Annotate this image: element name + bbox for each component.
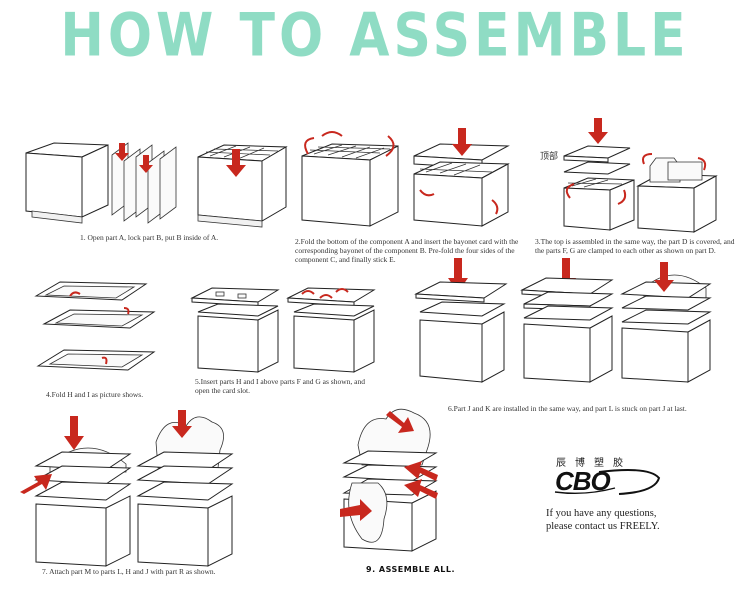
- page-title: HOW TO ASSEMBLE: [60, 1, 690, 71]
- step-7-illustration: [20, 410, 234, 567]
- step-3-caption: 3.The top is assembled in the same way, …: [535, 237, 735, 255]
- step-7-caption: 7. Attach part M to parts L, H and J wit…: [42, 567, 216, 576]
- svg-text:CBO: CBO: [555, 466, 611, 496]
- brand-chinese-name: 辰博塑胶: [556, 458, 632, 469]
- step-4-illustration: [34, 281, 156, 371]
- step-4-caption: 4.Fold H and I as picture shows.: [46, 390, 144, 399]
- step-5-caption: 5.Insert parts H and I above parts F and…: [195, 377, 365, 395]
- contact-line-1: If you have any questions,: [546, 508, 657, 519]
- step-2-caption: 2.Fold the bottom of the component A and…: [295, 237, 519, 264]
- top-label: 顶部: [540, 152, 559, 162]
- contact-note: If you have any questions, please contac…: [546, 507, 660, 533]
- contact-line-2: please contact us FREELY.: [546, 521, 660, 532]
- step-5-illustration: [190, 287, 376, 373]
- step-6-illustration: [414, 258, 712, 383]
- step-1-illustration: [25, 142, 288, 228]
- step-2-illustration: [301, 128, 510, 227]
- step-1-caption: 1. Open part A, lock part B, put B insid…: [80, 233, 219, 242]
- brand-logo: CBO: [554, 466, 661, 496]
- step-3-illustration: [563, 118, 718, 233]
- step-9-caption: 9. ASSEMBLE ALL.: [366, 565, 456, 574]
- step-6-caption: 6.Part J and K are installed in the same…: [448, 404, 687, 413]
- step-9-illustration: [340, 408, 438, 552]
